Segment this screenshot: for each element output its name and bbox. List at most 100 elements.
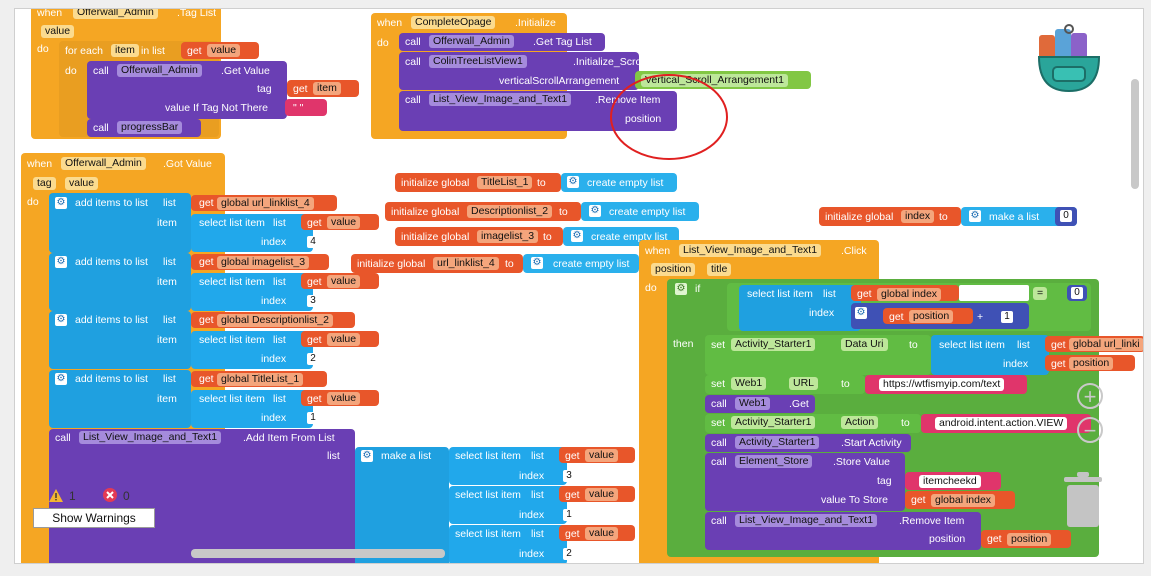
horizontal-scrollbar[interactable] xyxy=(191,549,445,558)
create-empty-list-block[interactable] xyxy=(581,202,699,221)
get-var-dropdown[interactable]: value xyxy=(585,488,619,501)
mutator-gear-icon[interactable]: ⚙ xyxy=(55,373,67,385)
property-dropdown[interactable]: Action xyxy=(841,416,879,429)
component-dropdown[interactable]: Activity_Starter1 xyxy=(735,436,820,449)
list-socket-label: list xyxy=(163,373,176,385)
component-dropdown[interactable]: Element_Store xyxy=(735,455,813,468)
property-dropdown[interactable]: Data Uri xyxy=(841,338,888,351)
global-name-field[interactable]: TitleList_1 xyxy=(477,176,533,189)
event-param-tag[interactable]: tag xyxy=(33,177,56,190)
action-text-value[interactable]: android.intent.action.VIEW xyxy=(935,417,1068,430)
call-add-item-from-list-block[interactable] xyxy=(49,429,355,563)
position-dropdown[interactable]: position xyxy=(1069,357,1114,370)
url-text-value[interactable]: https://wtfismyip.com/text xyxy=(879,378,1005,391)
index-number[interactable]: 2 xyxy=(563,548,575,560)
call-component-dropdown[interactable]: Offerwall_Admin xyxy=(117,64,202,77)
for-each-keyword: for each xyxy=(65,45,103,57)
component-dropdown[interactable]: List_View_Image_and_Text1 xyxy=(735,514,878,527)
get-keyword: get xyxy=(307,393,322,405)
component-dropdown[interactable]: Activity_Starter1 xyxy=(731,416,816,429)
global-name-field[interactable]: index xyxy=(901,210,935,223)
index-number[interactable]: 1 xyxy=(307,412,319,424)
global-var-dropdown[interactable]: global Descriptionlist_2 xyxy=(217,314,333,327)
call-component-dropdown[interactable]: List_View_Image_and_Text1 xyxy=(79,431,222,444)
component-dropdown[interactable]: List_View_Image_and_Text1 xyxy=(679,244,822,257)
index-number[interactable]: 3 xyxy=(307,295,319,307)
select-list-item-block[interactable] xyxy=(191,390,313,428)
get-item-dropdown[interactable]: item xyxy=(313,82,341,95)
vsa-component-dropdown[interactable]: Vertical_Scroll_Arrangement1 xyxy=(641,74,788,87)
position-dropdown[interactable]: position xyxy=(1007,533,1052,546)
trash-icon[interactable] xyxy=(1061,471,1105,529)
event-param-value[interactable]: value xyxy=(41,25,75,38)
select-list-item-label: select list item xyxy=(455,528,521,540)
call-keyword: call xyxy=(93,65,109,77)
addition-gear-icon[interactable]: ⚙ xyxy=(855,307,867,319)
component-dropdown[interactable]: Offerwall_Admin xyxy=(61,157,146,170)
component-dropdown[interactable]: Web1 xyxy=(735,397,771,410)
make-a-list-block[interactable] xyxy=(961,207,1077,226)
global-index-dropdown[interactable]: global index xyxy=(877,288,942,301)
global-name-field[interactable]: url_linklist_4 xyxy=(433,257,499,270)
zoom-out-button[interactable]: − xyxy=(1077,417,1103,443)
event-param-position[interactable]: position xyxy=(651,263,696,276)
mutator-gear-icon[interactable]: ⚙ xyxy=(361,450,373,462)
call-component-dropdown-2[interactable]: ColinTreeListView1 xyxy=(429,55,527,68)
create-empty-list-block[interactable] xyxy=(523,254,639,273)
select-list-item-block[interactable] xyxy=(191,331,313,369)
get-var-dropdown[interactable]: value xyxy=(207,44,241,57)
mutator-gear-icon[interactable]: ⚙ xyxy=(55,197,67,209)
tag-text-value[interactable]: itemcheekd xyxy=(919,475,981,488)
select-list-item-block[interactable] xyxy=(191,214,313,252)
global-name-field[interactable]: Descriptionlist_2 xyxy=(467,205,553,218)
component-dropdown[interactable]: Activity_Starter1 xyxy=(731,338,816,351)
global-url-dropdown[interactable]: global url_linki xyxy=(1069,338,1143,351)
index-number[interactable]: 4 xyxy=(307,236,319,248)
global-name-field[interactable]: imagelist_3 xyxy=(477,230,539,243)
mutator-gear-icon[interactable]: ⚙ xyxy=(55,256,67,268)
empty-text-block[interactable] xyxy=(285,99,327,116)
number-zero[interactable]: 0 xyxy=(1071,287,1083,299)
show-warnings-button[interactable]: Show Warnings xyxy=(33,508,155,528)
component-dropdown[interactable]: Web1 xyxy=(731,377,767,390)
get-var-dropdown[interactable]: value xyxy=(585,527,619,540)
number-value[interactable]: 0 xyxy=(1060,210,1072,222)
position-dropdown[interactable]: position xyxy=(909,310,954,323)
vertical-scrollbar[interactable] xyxy=(1131,79,1139,189)
global-var-dropdown[interactable]: global TitleList_1 xyxy=(217,373,304,386)
make-a-list-block[interactable] xyxy=(355,447,449,563)
index-number[interactable]: 3 xyxy=(563,470,575,482)
select-list-item-block[interactable] xyxy=(191,273,313,311)
call-component-dropdown[interactable]: Offerwall_Admin xyxy=(429,35,514,48)
progressbar-dropdown[interactable]: progressBar xyxy=(117,121,183,134)
get-var-dropdown[interactable]: value xyxy=(327,216,361,229)
event-param-value[interactable]: value xyxy=(65,177,99,190)
get-var-dropdown[interactable]: value xyxy=(327,333,361,346)
equals-operator-dropdown[interactable]: = xyxy=(1033,287,1048,300)
global-var-dropdown[interactable]: global imagelist_3 xyxy=(217,256,310,269)
event-param-title[interactable]: title xyxy=(707,263,732,276)
get-var-dropdown[interactable]: value xyxy=(327,392,361,405)
backpack-icon[interactable] xyxy=(1033,21,1105,93)
blocks-workspace[interactable]: when Offerwall_Admin .Tag List value do … xyxy=(14,8,1144,564)
select-list-item-block[interactable] xyxy=(931,335,1049,375)
get-keyword: get xyxy=(565,489,580,501)
component-dropdown[interactable]: CompleteOpage xyxy=(411,16,496,29)
zoom-in-button[interactable]: + xyxy=(1077,383,1103,409)
index-number[interactable]: 1 xyxy=(563,509,575,521)
call-component-dropdown-3[interactable]: List_View_Image_and_Text1 xyxy=(429,93,572,106)
global-var-dropdown[interactable]: global url_linklist_4 xyxy=(217,197,314,210)
component-dropdown[interactable]: Offerwall_Admin xyxy=(73,9,158,19)
create-empty-list-block[interactable] xyxy=(561,173,677,192)
get-var-dropdown[interactable]: value xyxy=(585,449,619,462)
loop-var-item[interactable]: item xyxy=(111,44,139,57)
index-number[interactable]: 2 xyxy=(307,353,319,365)
select-list-item-block[interactable] xyxy=(739,285,861,331)
number-one[interactable]: 1 xyxy=(1001,311,1013,323)
get-var-dropdown[interactable]: value xyxy=(327,275,361,288)
mutator-gear-icon[interactable]: ⚙ xyxy=(55,314,67,326)
property-dropdown[interactable]: URL xyxy=(789,377,819,390)
equals-socket-empty[interactable] xyxy=(959,285,1029,301)
if-mutator-gear-icon[interactable]: ⚙ xyxy=(675,283,687,295)
global-index-dropdown[interactable]: global index xyxy=(931,494,996,507)
